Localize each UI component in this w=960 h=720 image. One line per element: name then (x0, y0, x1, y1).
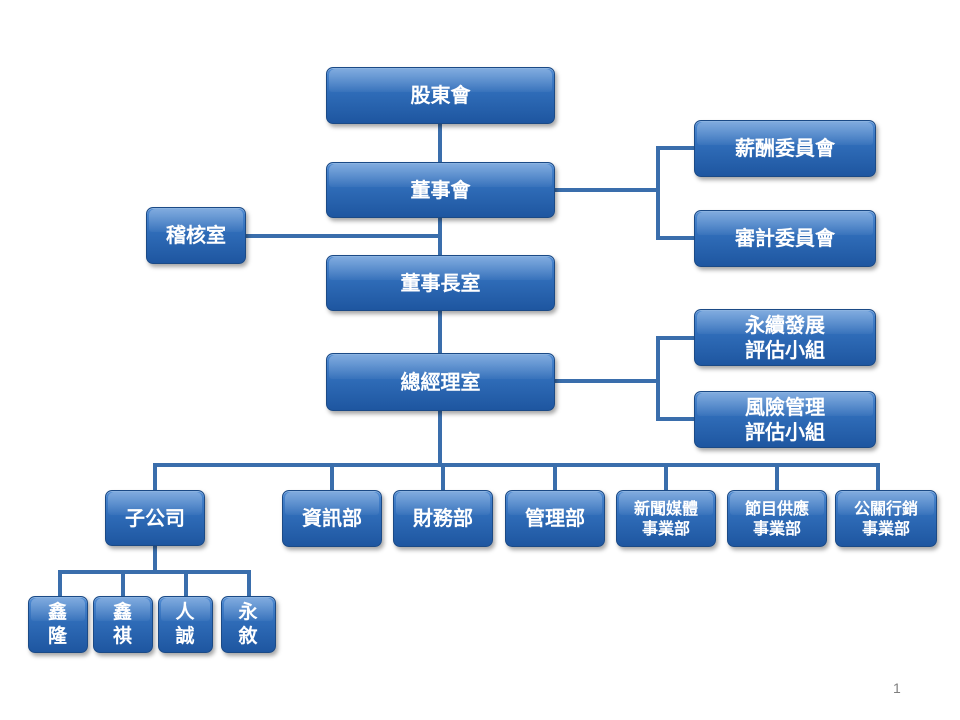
shareholders-box[interactable]: 股東會 (326, 67, 555, 124)
it-dept-box[interactable]: 資訊部 (282, 490, 382, 547)
sustainability-group-box[interactable]: 永續發展 評估小組 (694, 309, 876, 366)
subsidiary-xinqi-box[interactable]: 鑫 祺 (93, 596, 153, 653)
compensation-committee-box[interactable]: 薪酬委員會 (694, 120, 876, 177)
news-media-division-box[interactable]: 新聞媒體 事業部 (616, 490, 716, 547)
subsidiary-yongxu-label: 永 敘 (238, 600, 259, 647)
subsidiary-rencheng-label: 人 誠 (175, 600, 196, 647)
subsidiary-yongxu-box[interactable]: 永 敘 (221, 596, 276, 653)
admin-dept-box[interactable]: 管理部 (505, 490, 605, 547)
line-committees-bracket (656, 146, 696, 240)
subsidiary-xinlong-label: 鑫 隆 (47, 600, 68, 647)
page-number: 1 (893, 680, 901, 696)
board-box[interactable]: 董事會 (326, 162, 555, 218)
it-dept-label: 資訊部 (302, 506, 362, 530)
subsidiaries-box[interactable]: 子公司 (105, 490, 205, 546)
risk-group-label: 風險管理 評估小組 (745, 394, 825, 444)
gm-office-box[interactable]: 總經理室 (326, 353, 555, 411)
subsidiary-rencheng-box[interactable]: 人 誠 (158, 596, 213, 653)
subsidiary-xinlong-box[interactable]: 鑫 隆 (28, 596, 88, 653)
program-supply-division-label: 節目供應 事業部 (744, 498, 809, 538)
audit-office-label: 稽核室 (166, 223, 226, 247)
shareholders-label: 股東會 (410, 83, 471, 107)
sustainability-group-label: 永續發展 評估小組 (745, 312, 825, 362)
subsidiaries-label: 子公司 (125, 505, 185, 530)
chairman-office-box[interactable]: 董事長室 (326, 255, 555, 311)
audit-committee-label: 審計委員會 (735, 226, 835, 250)
subsidiary-xinqi-label: 鑫 祺 (112, 600, 133, 647)
board-label: 董事會 (410, 177, 471, 202)
compensation-committee-label: 薪酬委員會 (735, 136, 835, 160)
chairman-office-label: 董事長室 (400, 270, 481, 295)
finance-dept-label: 財務部 (413, 506, 473, 530)
line-groups-bracket (656, 336, 696, 421)
gm-office-label: 總經理室 (400, 369, 481, 394)
risk-group-box[interactable]: 風險管理 評估小組 (694, 391, 876, 448)
news-media-division-label: 新聞媒體 事業部 (633, 498, 698, 538)
pr-marketing-division-label: 公關行銷 事業部 (853, 498, 918, 538)
audit-committee-box[interactable]: 審計委員會 (694, 210, 876, 267)
pr-marketing-division-box[interactable]: 公關行銷 事業部 (835, 490, 937, 547)
finance-dept-box[interactable]: 財務部 (393, 490, 493, 547)
audit-office-box[interactable]: 稽核室 (146, 207, 246, 264)
program-supply-division-box[interactable]: 節目供應 事業部 (727, 490, 827, 547)
admin-dept-label: 管理部 (525, 506, 585, 530)
